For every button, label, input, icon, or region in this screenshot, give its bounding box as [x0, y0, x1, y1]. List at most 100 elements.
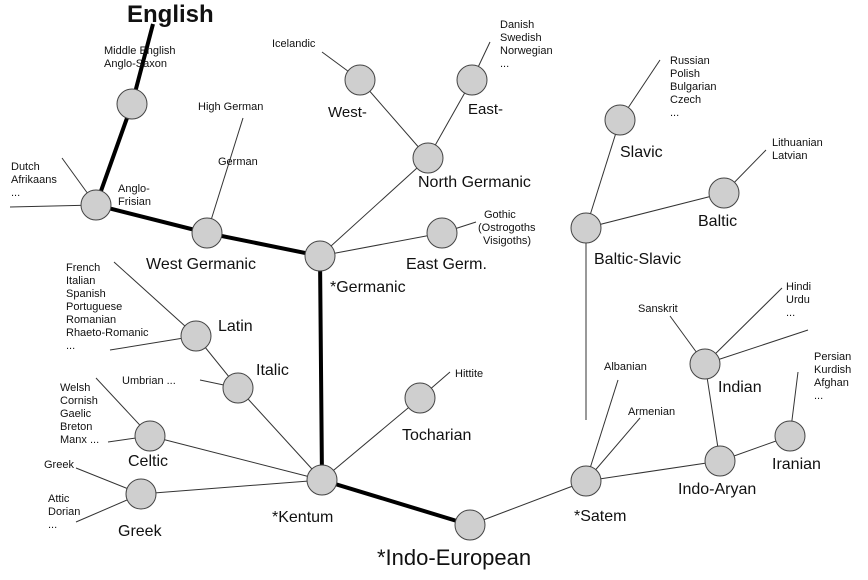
- label-bulgarian: Bulgarian: [670, 81, 716, 93]
- label-ostrogoths: (Ostrogoths: [478, 222, 536, 234]
- label-high-german: High German: [198, 101, 263, 113]
- label-french: French: [66, 262, 100, 274]
- node-baltic: [708, 177, 740, 209]
- label-kurdish: Kurdish: [814, 364, 851, 376]
- label-romance-more: ...: [66, 340, 75, 352]
- label-czech: Czech: [670, 94, 701, 106]
- label-west-germanic: West Germanic: [146, 256, 256, 273]
- label-dutch-more: ...: [11, 187, 20, 199]
- label-manx: Manx ...: [60, 434, 99, 446]
- node-kentum: [306, 464, 338, 496]
- label-slavic-more: ...: [670, 107, 679, 119]
- label-swedish: Swedish: [500, 32, 542, 44]
- edge-indian-indoaryan: [704, 363, 721, 462]
- label-baltic: Baltic: [698, 213, 737, 230]
- label-icelandic: Icelandic: [272, 38, 316, 50]
- label-russian: Russian: [670, 55, 710, 67]
- edge-highgerman-westgermanic: [206, 117, 244, 234]
- node-west-norse: [344, 64, 376, 96]
- label-welsh: Welsh: [60, 382, 90, 394]
- node-latin: [180, 320, 212, 352]
- label-germanic: *Germanic: [330, 279, 406, 296]
- node-indo-aryan: [704, 445, 736, 477]
- edge-slavic-balticslavic: [585, 119, 621, 229]
- label-armenian: Armenian: [628, 406, 675, 418]
- node-anglo-saxon: [116, 88, 148, 120]
- label-anglo: Anglo-: [118, 183, 150, 195]
- node-east-germanic: [426, 217, 458, 249]
- node-indian: [689, 348, 721, 380]
- label-greek-more: ...: [48, 519, 57, 531]
- node-celtic: [134, 420, 166, 452]
- label-satem: *Satem: [574, 508, 626, 525]
- label-tocharian: Tocharian: [402, 427, 471, 444]
- edge-italic-kentum: [237, 387, 323, 481]
- label-afghan: Afghan: [814, 377, 849, 389]
- label-indo-european: *Indo-European: [377, 545, 531, 570]
- label-afrikaans: Afrikaans: [11, 174, 57, 186]
- node-north-germanic: [412, 142, 444, 174]
- node-west-germanic: [191, 217, 223, 249]
- edge-eastgerm-germanic: [319, 232, 443, 257]
- label-english: English: [127, 1, 214, 28]
- label-iranian: Iranian: [772, 456, 821, 473]
- edge-greek-kentum: [140, 479, 323, 495]
- label-nordic-more: ...: [500, 58, 509, 70]
- label-indian: Indian: [718, 379, 762, 396]
- edge-west-north: [359, 79, 429, 159]
- label-gaelic: Gaelic: [60, 408, 92, 420]
- label-slavic: Slavic: [620, 144, 663, 161]
- label-west-norse: West-: [328, 104, 367, 121]
- label-kentum: *Kentum: [272, 509, 333, 526]
- label-latin: Latin: [218, 318, 253, 335]
- label-danish: Danish: [500, 19, 534, 31]
- edge-celtic-kentum: [149, 435, 323, 481]
- label-gothic: Gothic: [484, 209, 516, 221]
- edge-hindi-indian: [704, 287, 783, 365]
- label-persian: Persian: [814, 351, 851, 363]
- label-celtic: Celtic: [128, 453, 168, 470]
- label-romanian: Romanian: [66, 314, 116, 326]
- edge-indic-indian: [704, 329, 809, 365]
- label-anglo-saxon: Anglo-Saxon: [104, 58, 167, 70]
- label-frisian: Frisian: [118, 196, 151, 208]
- label-portuguese: Portuguese: [66, 301, 122, 313]
- label-cornish: Cornish: [60, 395, 98, 407]
- label-hindi: Hindi: [786, 281, 811, 293]
- label-indo-aryan: Indo-Aryan: [678, 481, 756, 498]
- node-slavic: [604, 104, 636, 136]
- label-breton: Breton: [60, 421, 92, 433]
- label-polish: Polish: [670, 68, 700, 80]
- label-italic: Italic: [256, 362, 289, 379]
- label-latvian: Latvian: [772, 150, 807, 162]
- edge-romance-latin-a: [113, 261, 197, 337]
- label-urdu: Urdu: [786, 294, 810, 306]
- edge-tocharian-kentum: [321, 397, 421, 481]
- label-greek: Greek: [118, 523, 163, 540]
- label-rhaeto-romanic: Rhaeto-Romanic: [66, 327, 149, 339]
- label-spanish: Spanish: [66, 288, 106, 300]
- label-norwegian: Norwegian: [500, 45, 553, 57]
- label-umbrian: Umbrian ...: [122, 375, 176, 387]
- label-sanskrit: Sanskrit: [638, 303, 678, 315]
- label-greek-lang: Greek: [44, 459, 74, 471]
- label-italian: Italian: [66, 275, 95, 287]
- label-german: German: [218, 156, 258, 168]
- nodes: [80, 64, 806, 541]
- label-lithuanian: Lithuanian: [772, 137, 823, 149]
- node-italic: [222, 372, 254, 404]
- node-baltic-slavic: [570, 212, 602, 244]
- label-east-germanic: East Germ.: [406, 256, 487, 273]
- node-tocharian: [404, 382, 436, 414]
- label-hittite: Hittite: [455, 368, 483, 380]
- label-attic: Attic: [48, 493, 70, 505]
- label-indic-more: ...: [786, 307, 795, 319]
- edge-albanian-satem: [585, 379, 619, 482]
- labels: English Middle English Anglo-Saxon Icela…: [11, 1, 851, 570]
- node-indo-european: [454, 509, 486, 541]
- node-greek: [125, 478, 157, 510]
- label-east-norse: East-: [468, 101, 503, 118]
- label-visigoths: Visigoths): [483, 235, 531, 247]
- edge-indoaryan-satem: [585, 460, 721, 482]
